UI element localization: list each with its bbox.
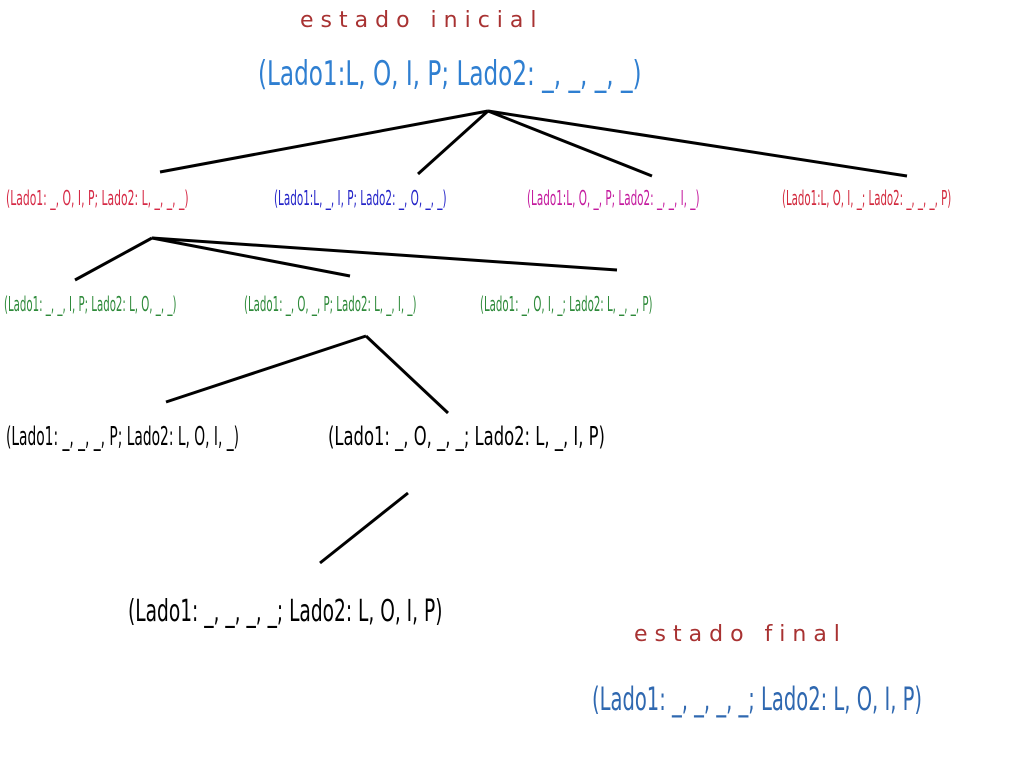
node-level2-c: (Lado1: _, O, I, _; Lado2: L, _, _, P) [480,292,653,316]
node-level1-b: (Lado1:L, _, I, P; Lado2: _, O, _, _) [274,186,447,210]
final-state-title: estado final [634,622,847,647]
edge-root-l1-c [487,109,653,178]
node-level2-b: (Lado1: _, O, _, P; Lado2: L, _, I, _) [244,292,417,316]
node-level3-a: (Lado1: _, _, _, P; Lado2: L, O, I, _) [6,422,239,452]
node-level3-b: (Lado1: _, O, _, _; Lado2: L, _, I, P) [328,422,605,452]
edge-l2b-l3-b [364,334,450,415]
node-level2-a: (Lado1: _, _, I, P; Lado2: L, O, _, _) [4,292,177,316]
edge-l2b-l3-a [165,334,367,404]
edge-l1a-l2-c [151,236,618,272]
edge-root-l1-d [487,109,908,178]
initial-state-title: estado inicial [300,8,544,33]
edge-l1a-l2-b [151,236,351,278]
node-level1-d: (Lado1:L, O, I, _; Lado2: _, _, _, P) [782,186,952,210]
edge-l3b-l4 [319,491,409,565]
edge-root-l1-b [416,109,490,176]
node-root: (Lado1:L, O, I, P; Lado2: _, _, _, _) [258,54,642,94]
edge-root-l1-a [159,109,489,174]
edge-l1a-l2-a [74,236,153,282]
node-level1-a: (Lado1: _, O, I, P; Lado2: L, _, _, _) [6,186,189,210]
node-level1-c: (Lado1:L, O, _, P; Lado2: _, _, I, _) [527,186,700,210]
node-level4: (Lado1: _, _, _, _; Lado2: L, O, I, P) [128,594,443,629]
node-final-state: (Lado1: _, _, _, _; Lado2: L, O, I, P) [592,680,923,718]
